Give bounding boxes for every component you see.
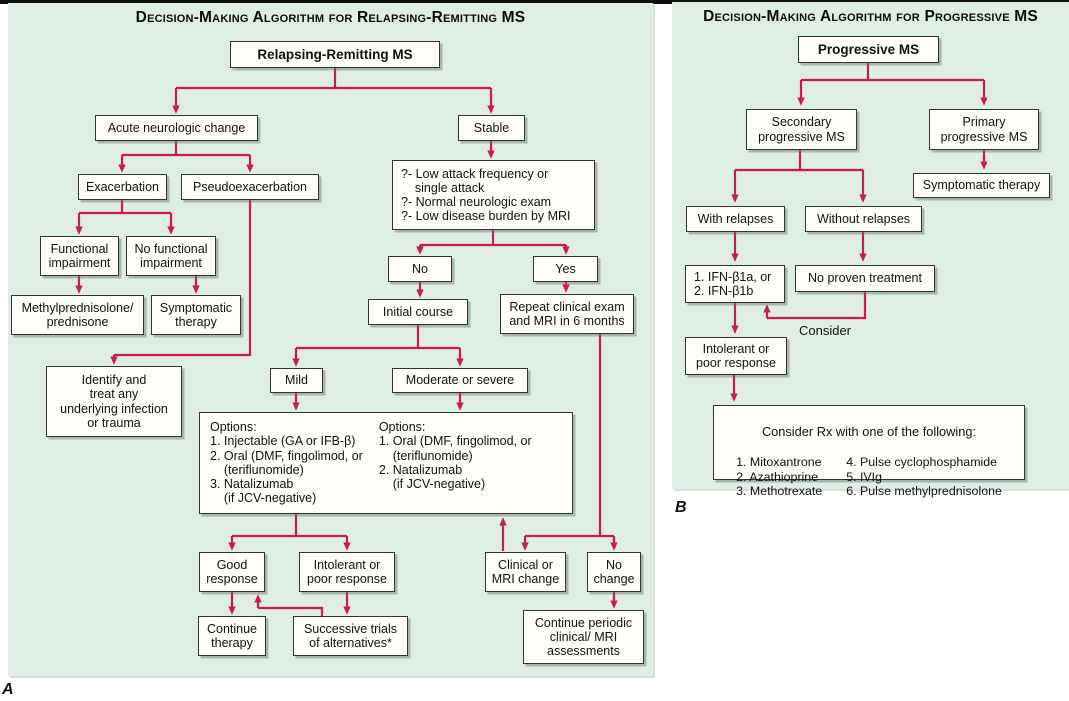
node-repeat-exam: Repeat clinical exam and MRI in 6 months (500, 294, 634, 334)
panel-b-title: Decision-Making Algorithm for Progressiv… (703, 8, 1038, 25)
panel-progressive: Decision-Making Algorithm for Progressiv… (672, 2, 1069, 498)
rx-title: Consider Rx with one of the following: (761, 424, 977, 440)
node-consider-rx: Consider Rx with one of the following: 1… (713, 405, 1025, 498)
options-mild-column: Options: 1. Injectable (GA or IFB-β) 2. … (210, 420, 363, 506)
arrows (730, 61, 988, 402)
node-functional-impairment: Functional impairment (40, 236, 119, 276)
node-acute-neurologic-change: Acute neurologic change (95, 115, 258, 141)
panel-relapsing-remitting: Decision-Making Algorithm for Relapsing-… (8, 3, 653, 676)
node-intolerant-poor-response-a: Intolerant or poor response (299, 552, 395, 592)
node-no-functional-impairment: No functional impairment (126, 236, 216, 276)
node-treatment-options: Options: 1. Injectable (GA or IFB-β) 2. … (199, 412, 573, 514)
node-no-change: No change (587, 552, 641, 592)
flow-arrows-a (75, 68, 618, 616)
node-successive-trials: Successive trials of alternatives* (293, 616, 408, 656)
flow-arrows-b (730, 61, 988, 402)
rx-column-2: 4. Pulse cyclophosphamide 5. IVIg 6. Pul… (846, 455, 1002, 499)
node-stable: Stable (458, 115, 525, 141)
arrows (75, 68, 618, 616)
rx-columns: 1. Mitoxantrone 2. Azathioprine 3. Metho… (720, 455, 1018, 499)
node-good-response: Good response (199, 552, 265, 592)
node-primary-progressive: Primary progressive MS (929, 109, 1039, 150)
top-border (0, 0, 762, 4)
node-pseudoexacerbation: Pseudoexacerbation (181, 174, 319, 200)
node-no: No (388, 256, 452, 282)
node-moderate-or-severe: Moderate or severe (392, 368, 528, 393)
node-yes: Yes (533, 256, 598, 282)
figure-label-b: B (675, 499, 687, 516)
node-continue-therapy: Continue therapy (198, 616, 266, 656)
node-identify-treat-infection: Identify and treat any underlying infect… (46, 366, 182, 437)
node-ifn-options: 1. IFN-β1a, or 2. IFN-β1b (685, 265, 785, 303)
node-without-relapses: Without relapses (805, 206, 922, 232)
node-no-proven-treatment: No proven treatment (795, 265, 935, 292)
node-with-relapses: With relapses (686, 206, 785, 232)
node-secondary-progressive: Secondary progressive MS (746, 109, 857, 150)
consider-label: Consider (798, 323, 852, 338)
node-clinical-or-mri-change: Clinical or MRI change (485, 552, 566, 592)
node-progressive-ms: Progressive MS (798, 36, 939, 63)
panel-a-title: Decision-Making Algorithm for Relapsing-… (135, 9, 526, 26)
top-border-thin (762, 0, 1069, 2)
node-exacerbation: Exacerbation (78, 174, 167, 200)
node-intolerant-poor-response-b: Intolerant or poor response (685, 337, 787, 375)
node-symptomatic-therapy-a: Symptomatic therapy (151, 295, 241, 335)
figure-label-a: A (2, 681, 14, 698)
node-symptomatic-therapy-b: Symptomatic therapy (913, 173, 1050, 198)
rx-column-1: 1. Mitoxantrone 2. Azathioprine 3. Metho… (736, 455, 823, 499)
node-initial-course: Initial course (368, 299, 468, 325)
node-relapsing-remitting-ms: Relapsing-Remitting MS (230, 41, 440, 68)
node-continue-periodic-assessments: Continue periodic clinical/ MRI assessme… (523, 610, 644, 664)
node-methylprednisolone: Methylprednisolone/ prednisone (11, 295, 144, 335)
node-mild: Mild (270, 368, 323, 393)
node-stable-criteria: ?- Low attack frequency or single attack… (392, 160, 595, 230)
options-moderate-column: Options: 1. Oral (DMF, fingolimod, or (t… (378, 420, 532, 491)
